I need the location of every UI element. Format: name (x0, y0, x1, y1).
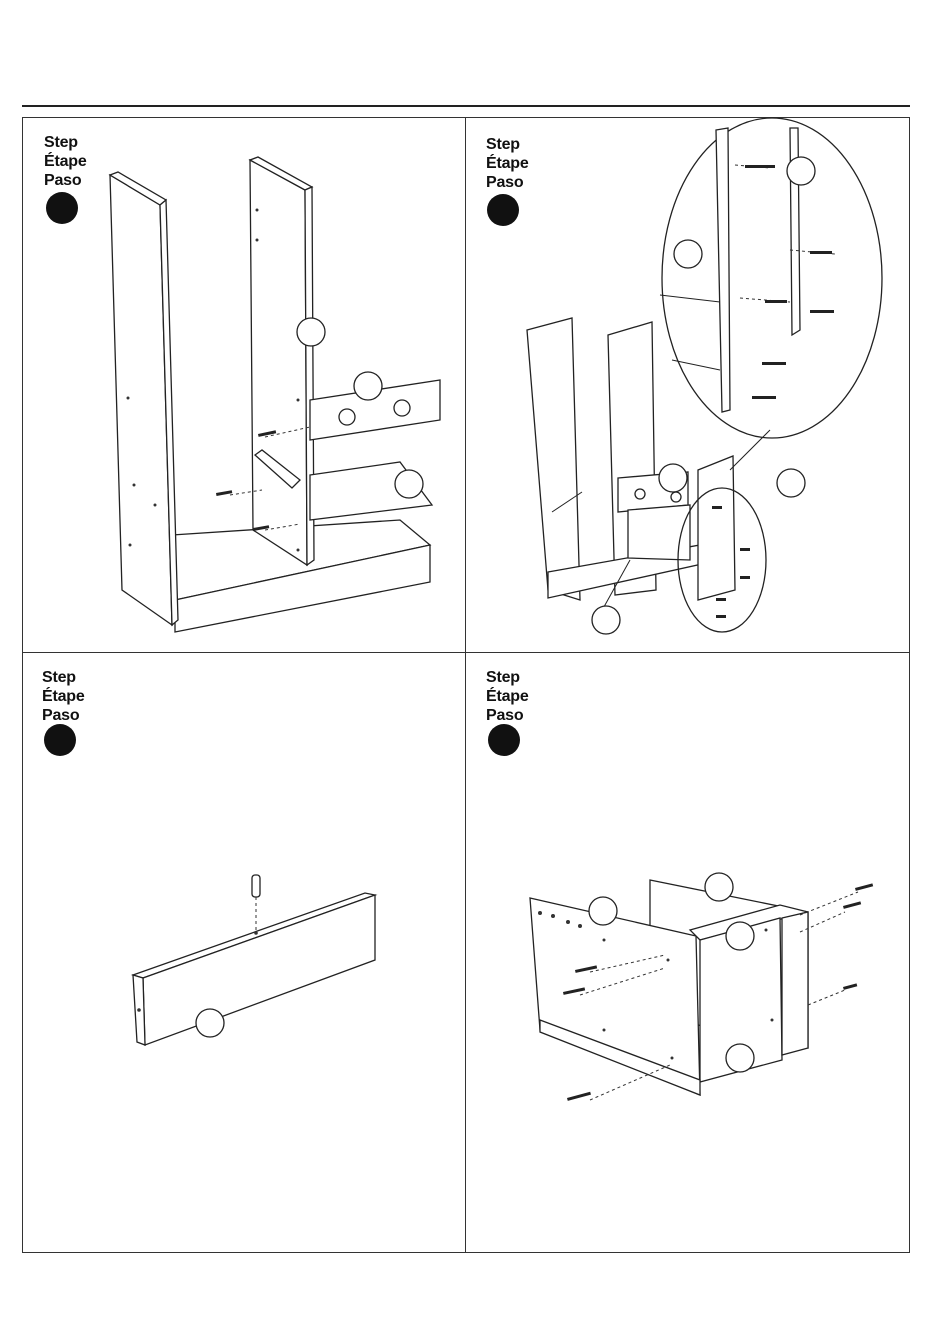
part-callout (726, 922, 754, 950)
part-callout (726, 1044, 754, 1072)
part-callout (705, 873, 733, 901)
part-callout (589, 897, 617, 925)
